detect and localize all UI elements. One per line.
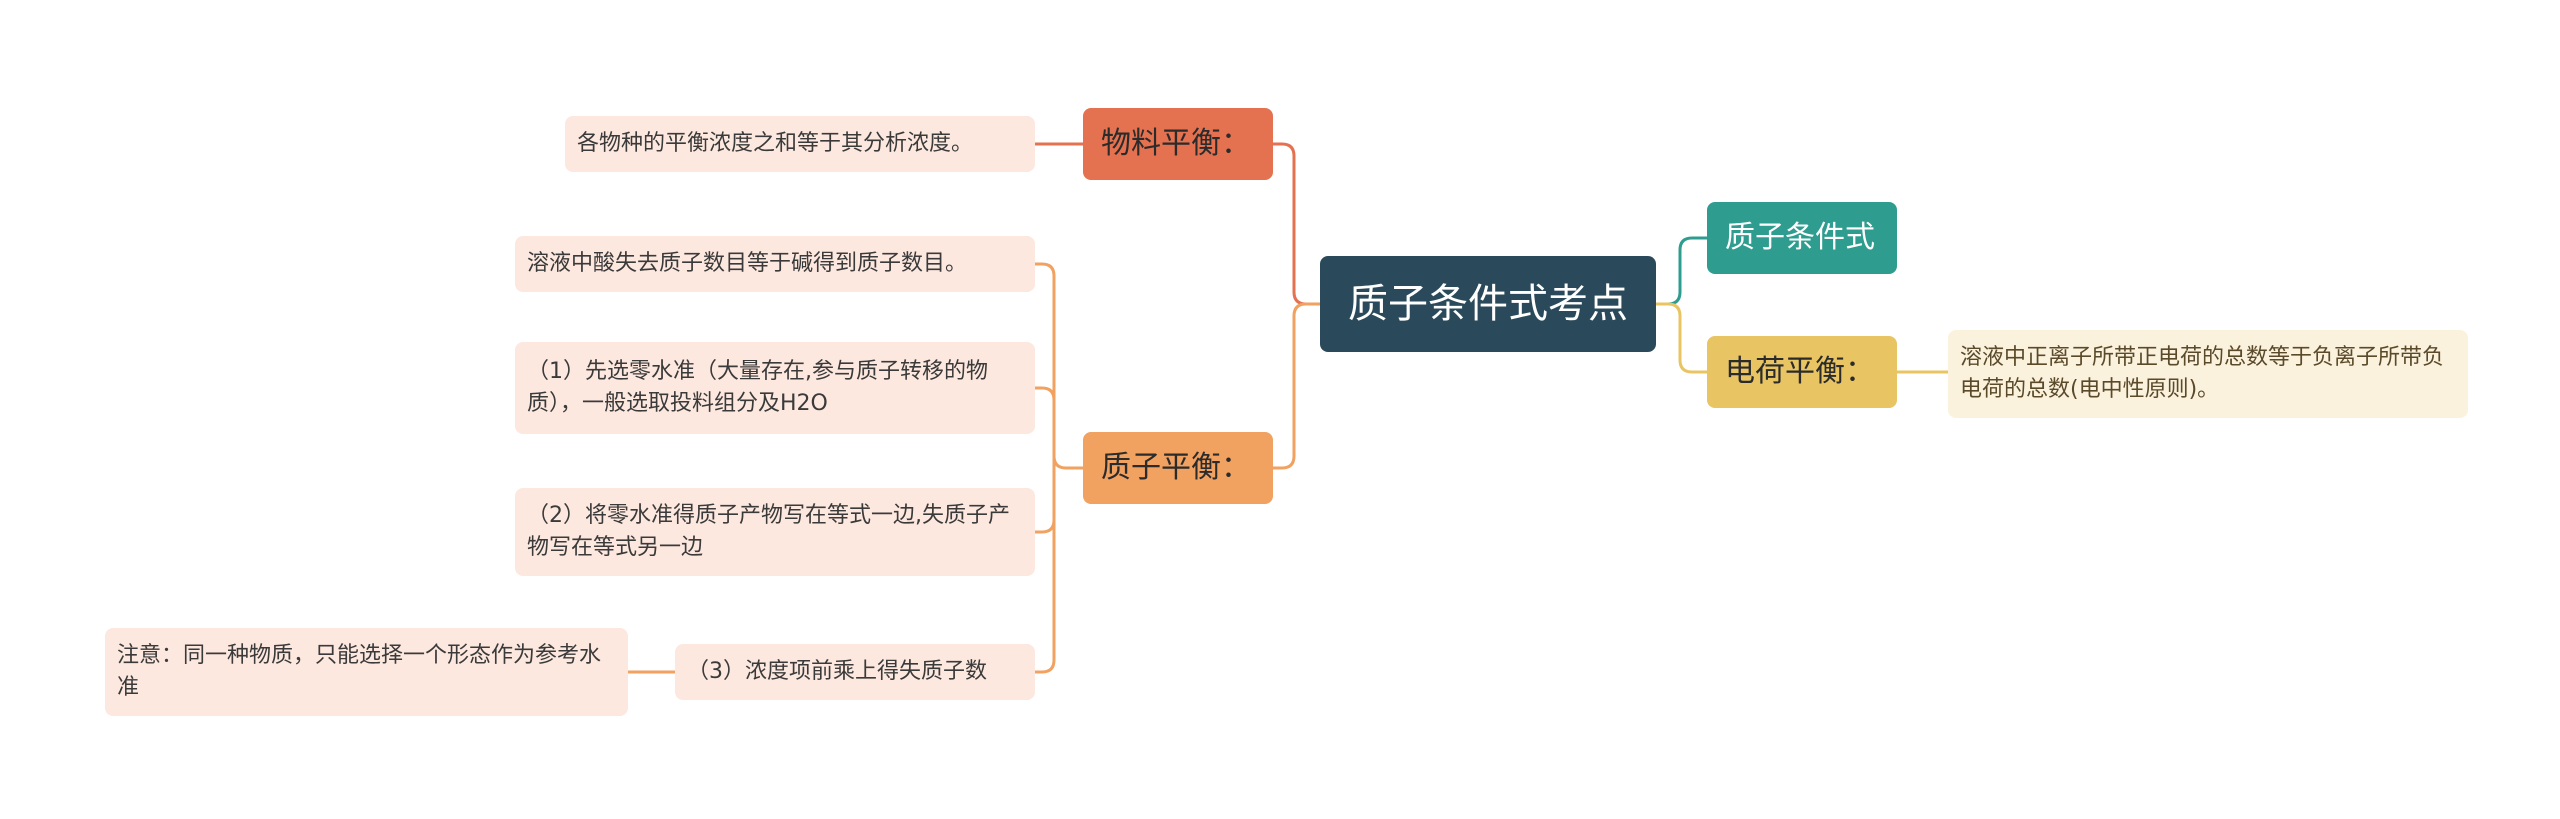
leaf-dianhe-desc[interactable]: 溶液中正离子所带正电荷的总数等于负离子所带负电荷的总数(电中性原则)。 bbox=[1948, 330, 2468, 418]
leaf-dianhe-desc-text: 溶液中正离子所带正电荷的总数等于负离子所带负电荷的总数(电中性原则)。 bbox=[1960, 345, 2445, 402]
root-topic-label: 质子条件式考点 bbox=[1348, 281, 1628, 327]
leaf-note-text: 注意：同一种物质，只能选择一个形态作为参考水准 bbox=[117, 643, 602, 700]
branch-wuliao-label: 物料平衡： bbox=[1101, 126, 1251, 162]
leaf-step1-text: （1）先选零水准（大量存在,参与质子转移的物质），一般选取投料组分及H2O bbox=[527, 359, 988, 416]
link-root-wuliao bbox=[1273, 142, 1320, 306]
leaf-zhizi-desc[interactable]: 溶液中酸失去质子数目等于碱得到质子数目。 bbox=[515, 236, 1035, 292]
leaf-step3[interactable]: （3）浓度项前乘上得失质子数 bbox=[675, 644, 1035, 700]
branch-zhizi-pingheng[interactable]: 质子平衡： bbox=[1083, 432, 1273, 504]
link-root-dianhe bbox=[1656, 302, 1707, 374]
leaf-zhizi-desc-text: 溶液中酸失去质子数目等于碱得到质子数目。 bbox=[527, 251, 968, 277]
link-zhizi-leaves bbox=[1035, 262, 1083, 674]
leaf-step2[interactable]: （2）将零水准得质子产物写在等式一边,失质子产物写在等式另一边 bbox=[515, 488, 1035, 576]
leaf-step3-text: （3）浓度项前乘上得失质子数 bbox=[687, 659, 987, 685]
branch-dianhe-label: 电荷平衡： bbox=[1725, 354, 1875, 390]
branch-zhizi-label: 质子平衡： bbox=[1101, 450, 1251, 486]
branch-tiaojian-label: 质子条件式 bbox=[1725, 220, 1875, 256]
root-topic[interactable]: 质子条件式考点 bbox=[1320, 256, 1656, 352]
leaf-step1[interactable]: （1）先选零水准（大量存在,参与质子转移的物质），一般选取投料组分及H2O bbox=[515, 342, 1035, 434]
link-root-tiaojian bbox=[1656, 236, 1707, 306]
link-root-zhizi bbox=[1273, 302, 1320, 470]
leaf-wuliao-desc-text: 各物种的平衡浓度之和等于其分析浓度。 bbox=[577, 131, 974, 157]
branch-wuliao-pingheng[interactable]: 物料平衡： bbox=[1083, 108, 1273, 180]
leaf-note[interactable]: 注意：同一种物质，只能选择一个形态作为参考水准 bbox=[105, 628, 628, 716]
leaf-step2-text: （2）将零水准得质子产物写在等式一边,失质子产物写在等式另一边 bbox=[527, 503, 1010, 560]
branch-zhizi-tiaojianshi[interactable]: 质子条件式 bbox=[1707, 202, 1897, 274]
branch-dianhe-pingheng[interactable]: 电荷平衡： bbox=[1707, 336, 1897, 408]
leaf-wuliao-desc[interactable]: 各物种的平衡浓度之和等于其分析浓度。 bbox=[565, 116, 1035, 172]
